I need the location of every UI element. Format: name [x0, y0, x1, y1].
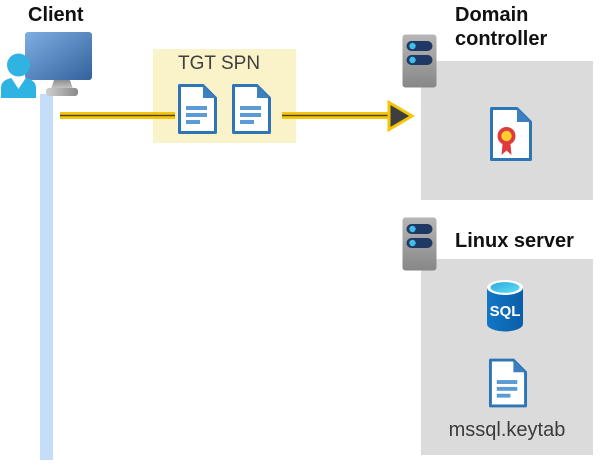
user-icon	[1, 53, 36, 98]
domain-controller-server-icon	[402, 34, 437, 88]
linux-server-icon	[402, 217, 437, 271]
linux-server-label: Linux server	[455, 230, 574, 252]
client-label: Client	[28, 4, 84, 26]
linux-server-panel: SQL mssql.keytab	[421, 259, 593, 455]
spn-label: SPN	[221, 53, 261, 74]
certificate-icon	[490, 107, 532, 161]
client-connection-line	[40, 94, 53, 460]
domain-controller-label: Domain controller	[455, 4, 548, 50]
spn-document-icon	[232, 84, 271, 134]
tgt-label: TGT	[178, 53, 216, 74]
tgt-document-icon	[178, 84, 217, 134]
keytab-label: mssql.keytab	[448, 419, 566, 441]
keytab-document-icon	[488, 358, 528, 408]
kerberos-arrow	[60, 100, 415, 133]
sql-database-icon: SQL	[487, 280, 523, 332]
domain-controller-panel	[421, 61, 593, 200]
ticket-box: TGT SPN	[153, 49, 296, 143]
monitor-icon	[25, 32, 92, 96]
sql-icon-label: SQL	[490, 303, 521, 320]
arrowhead-icon	[387, 100, 415, 133]
client-icon	[1, 32, 92, 98]
